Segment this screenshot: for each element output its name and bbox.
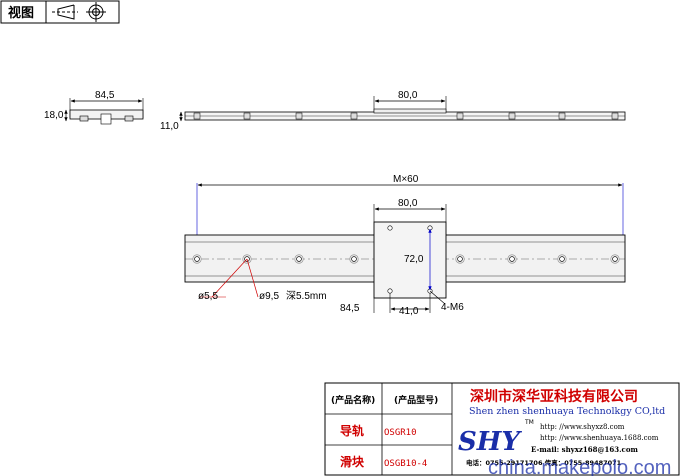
carriage-block — [373, 221, 447, 299]
title-block: (产品名称) (产品型号) 导轨 OSGR10 滑块 OSGB10-4 深圳市深… — [324, 382, 680, 476]
front-block-top — [373, 108, 447, 114]
rail-pin — [558, 112, 566, 120]
row1-name: 导轨 — [340, 423, 364, 438]
trademark-symbol: TM — [524, 419, 534, 426]
company-logo: SHY — [458, 427, 522, 457]
thread-hole — [387, 225, 393, 231]
top-view: M×60 80,0 72,0 ø5,5 ø9,5 深5.5mm — [184, 174, 626, 317]
rail-hole — [559, 256, 565, 262]
view-header: 视图 — [0, 0, 120, 24]
row2-name: 滑块 — [340, 454, 365, 469]
large-hole-label: ø9,5 — [259, 291, 279, 302]
contact-website-2: http: //www.shenhuaya.1688.com — [540, 434, 659, 442]
thread-label: 4-M6 — [441, 302, 464, 313]
col-model-header: (产品型号) — [394, 394, 438, 406]
rail-hole — [612, 256, 618, 262]
company-name-cn: 深圳市深华亚科技有限公司 — [470, 388, 638, 405]
company-name-en: Shen zhen shenhuaya Technolkgy CO,ltd — [469, 406, 665, 417]
block-height-label: 72,0 — [404, 254, 424, 265]
crosshair-icon — [86, 2, 106, 22]
rail-pin — [611, 112, 619, 120]
rail-hole — [296, 256, 302, 262]
side-width-label: 84,5 — [95, 90, 115, 101]
contact-phone-fax: 电话：0755-29171706 传真：0755-89487071 — [466, 458, 622, 467]
front-height-label: 11,0 — [160, 121, 179, 132]
side-height-label: 18,0 — [44, 110, 64, 121]
rail-pin — [295, 112, 303, 120]
hole-depth-label: 深5.5mm — [286, 290, 327, 302]
col-name-header: (产品名称) — [331, 394, 375, 406]
contact-website-1: http: //www.shyxz8.com — [540, 423, 625, 431]
pitch-label: M×60 — [393, 174, 419, 185]
title-block-frame — [324, 382, 680, 476]
front-view: 80,0 11,0 — [160, 90, 626, 132]
rail-pin — [243, 112, 251, 120]
front-rail-pins — [193, 112, 619, 120]
block-length-label: 80,0 — [398, 198, 418, 209]
rail-hole — [509, 256, 515, 262]
rail-pin — [350, 112, 358, 120]
small-hole-label: ø5,5 — [198, 291, 218, 302]
watermark: china.makepolo.com — [488, 457, 671, 476]
front-block-label: 80,0 — [398, 90, 418, 101]
cone-projection-icon — [52, 4, 78, 20]
row1-model: OSGR10 — [384, 428, 417, 438]
contact-email: E-mail: shyxz168@163.com — [531, 445, 638, 454]
rail-pin — [508, 112, 516, 120]
spacing-label: 41,0 — [399, 306, 419, 317]
rail-mounting-holes — [192, 254, 620, 264]
rail-hole — [194, 256, 200, 262]
view-header-frame — [0, 0, 120, 24]
view-label: 视图 — [8, 5, 34, 21]
rail-hole — [457, 256, 463, 262]
side-view: 84,5 18,0 — [44, 90, 144, 125]
rail-hole — [351, 256, 357, 262]
offset-label: 84,5 — [340, 303, 360, 314]
thread-hole — [387, 288, 393, 294]
row2-model: OSGB10-4 — [384, 459, 427, 469]
rail-pin — [456, 112, 464, 120]
rail-pin — [193, 112, 201, 120]
